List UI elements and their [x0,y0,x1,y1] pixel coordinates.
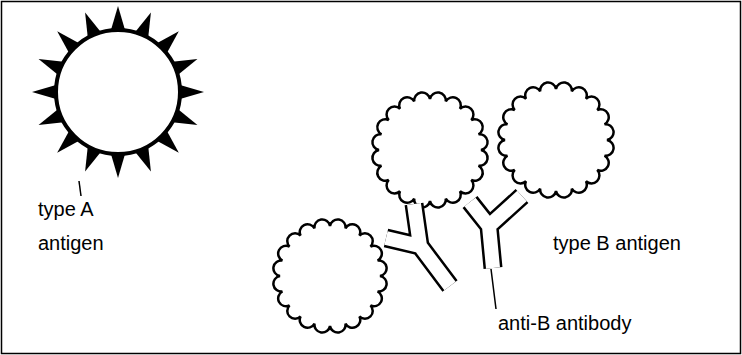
leader-line [491,269,496,309]
antibody-fill [470,196,522,268]
type-b-cells [273,82,613,332]
antibody-fill [386,204,450,286]
antibody-outline [386,204,450,286]
leader-line [79,181,81,196]
type-a-cell [32,6,204,178]
part-label: type A antigen [38,192,148,260]
part-label: anti-B antibody [498,306,698,340]
type-b-cell [273,219,386,332]
antibody-outline [470,196,522,268]
antibodies [386,196,522,286]
type-b-cell [498,82,613,197]
type-a-cell-body [56,30,180,154]
type-b-cell [372,92,487,207]
part-label: type B antigen [553,226,733,260]
